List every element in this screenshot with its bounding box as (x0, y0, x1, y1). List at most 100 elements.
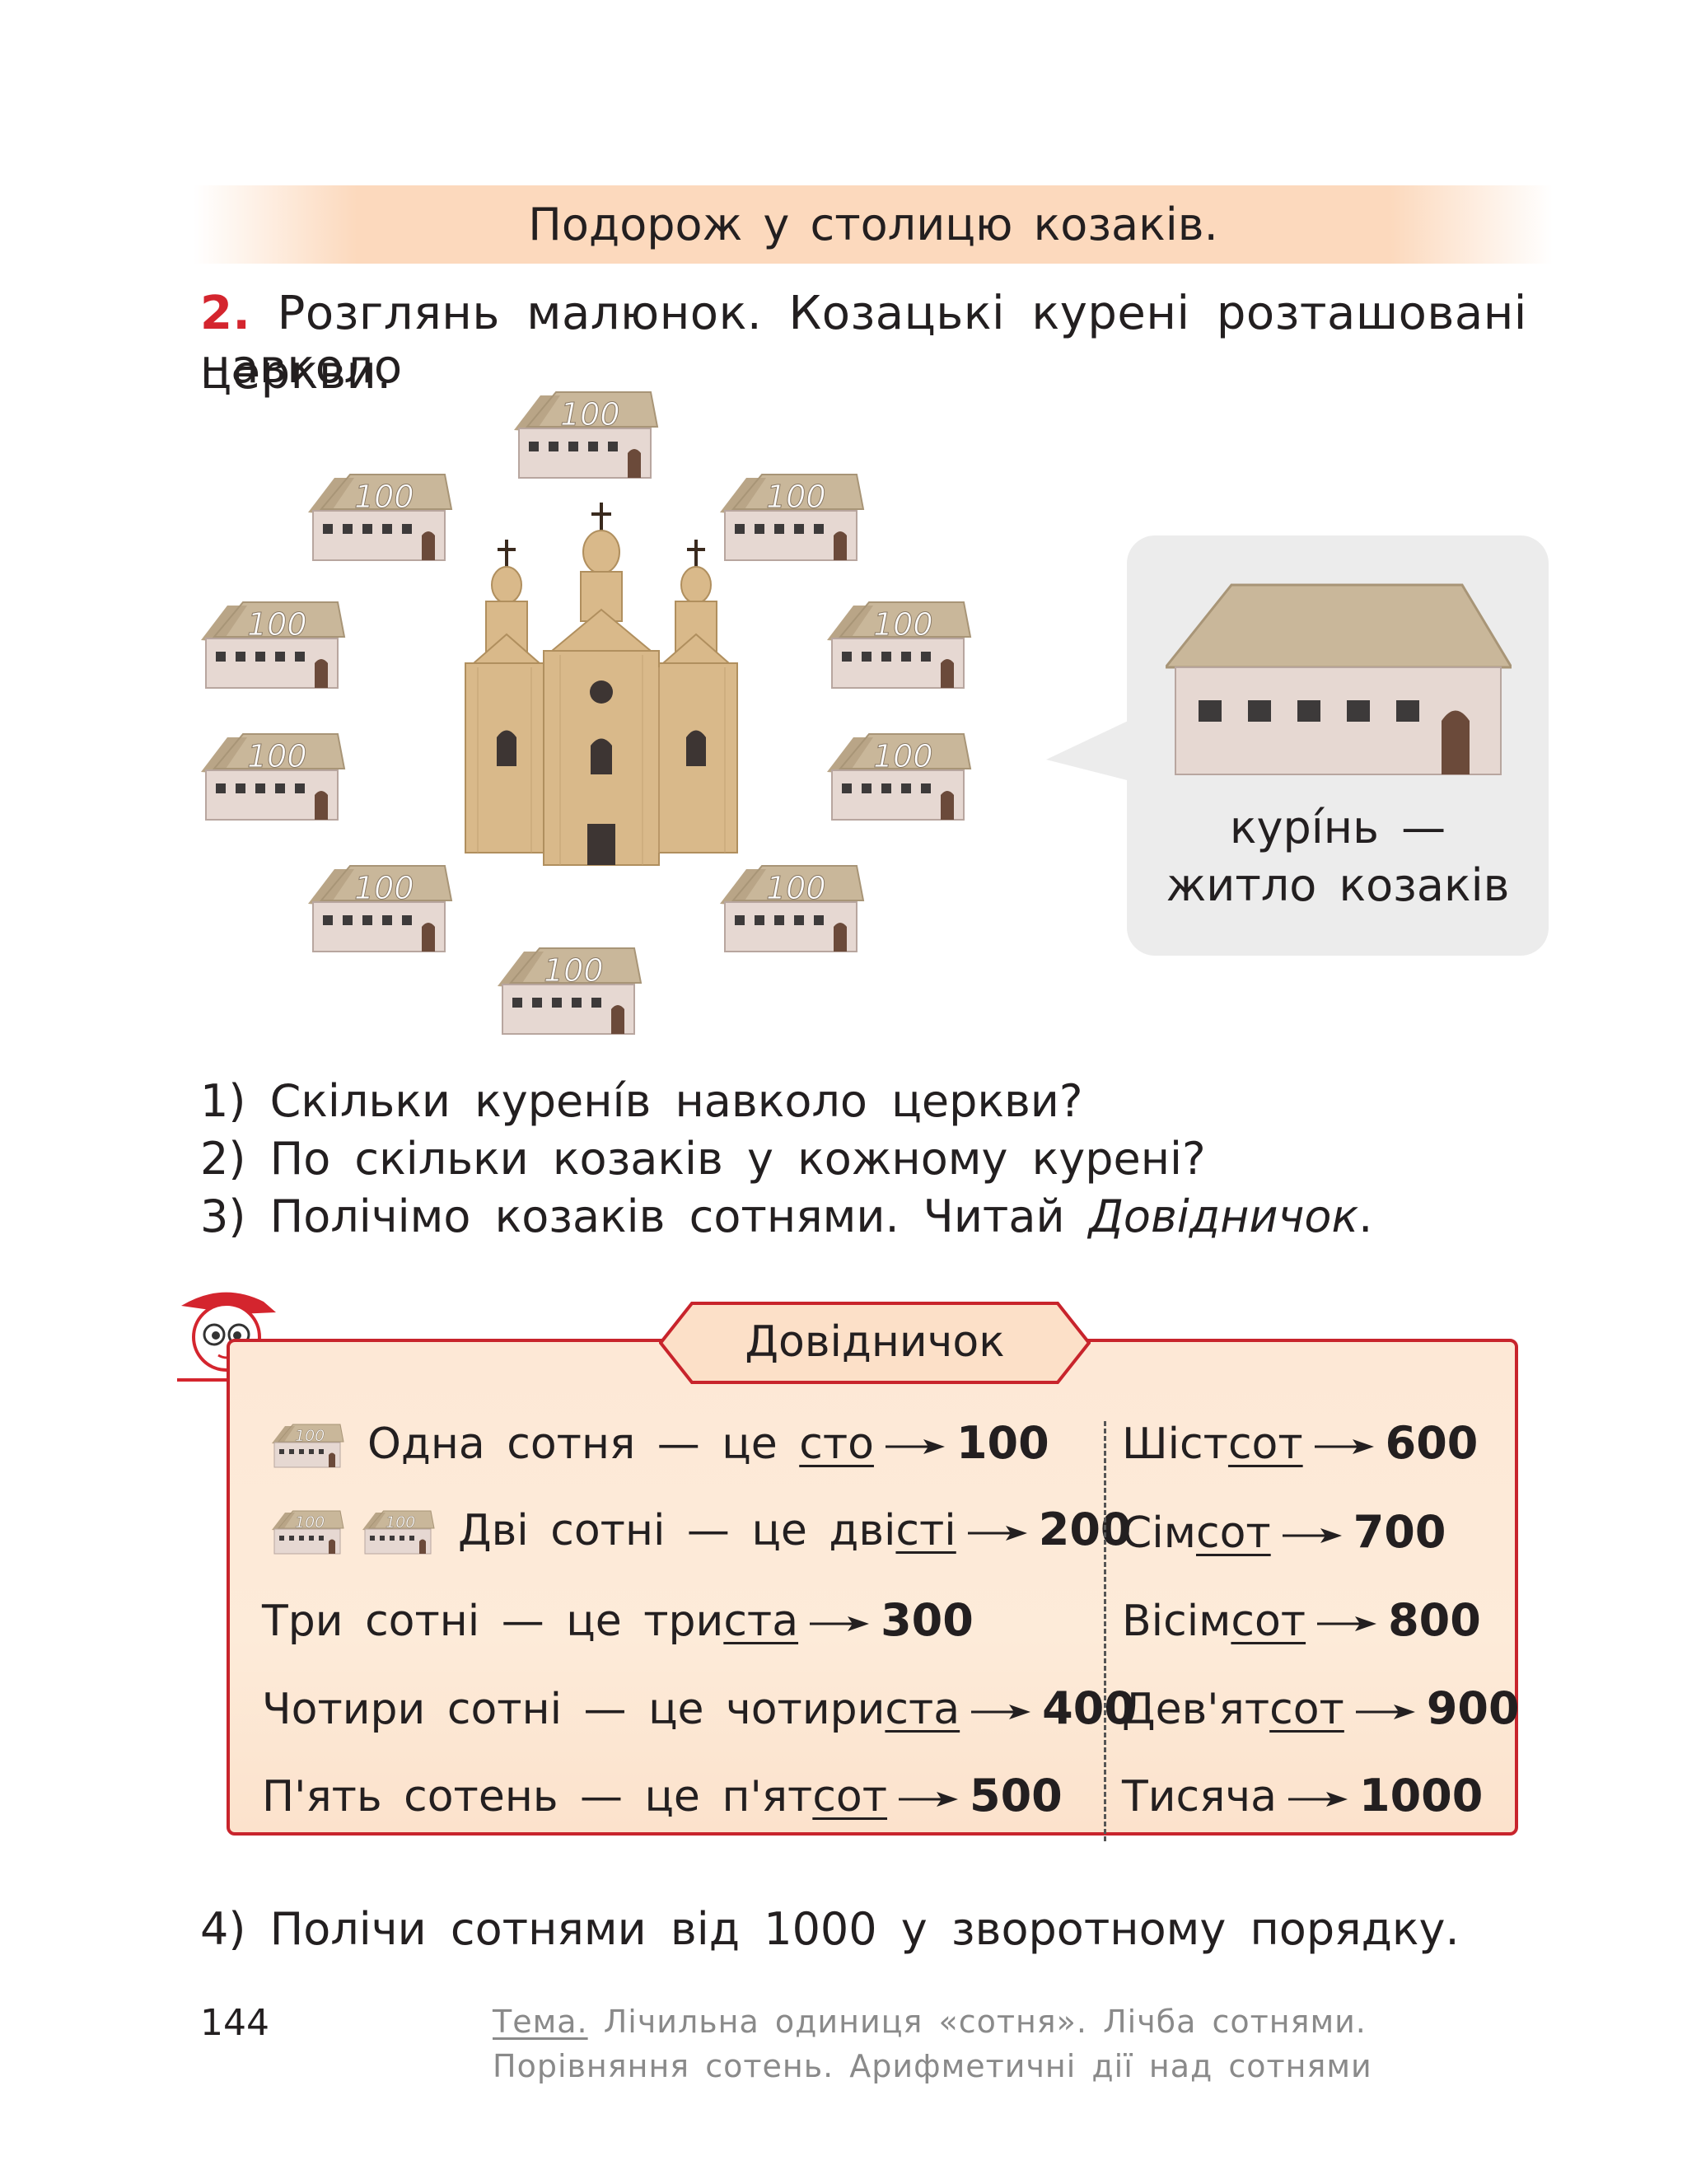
svg-text:100: 100 (354, 479, 414, 515)
svg-text:100: 100 (247, 606, 307, 643)
row-underlined: сті (895, 1506, 956, 1555)
topic-line-2: Порівняння сотень. Арифметичні дії над с… (493, 2048, 1372, 2084)
kurin-house-icon: 100 (824, 597, 972, 696)
reference-divider (1104, 1421, 1106, 1841)
row-underlined: сто (799, 1419, 874, 1469)
row-text: Одна сотня — це (367, 1419, 800, 1469)
page-heading: Подорож у столицю козаків. (528, 199, 1218, 250)
arrow-icon (899, 1791, 958, 1808)
row-text: Тисяча (1122, 1772, 1278, 1822)
topic-line-1: Тема. Лічильна одиниця «сотня». Лічба со… (493, 2004, 1367, 2040)
row-underlined: ста (723, 1597, 799, 1646)
row-number: 700 (1353, 1506, 1446, 1558)
row-number: 100 (956, 1417, 1049, 1469)
reference-box (227, 1339, 1518, 1836)
reference-row-2: 100 100 Дві сотні — це двісті 200 (262, 1504, 1131, 1558)
row-text: Дві сотні — це дві (458, 1506, 896, 1555)
svg-text:100: 100 (386, 1513, 415, 1532)
reference-row-1: 100 Одна сотня — це сто 100 (262, 1417, 1049, 1471)
svg-text:100: 100 (560, 396, 620, 433)
callout-caption: курі́нь — житло козаків (1127, 799, 1549, 914)
reference-row-9: Дев'ятсот 900 (1122, 1682, 1520, 1734)
row-underlined: сот (812, 1772, 888, 1822)
arrow-icon (1317, 1616, 1376, 1632)
callout-caption-line-1: курі́нь — (1229, 802, 1446, 853)
svg-text:100: 100 (766, 479, 826, 515)
svg-text:100: 100 (544, 952, 604, 989)
row-number: 1000 (1359, 1770, 1484, 1822)
kurin-house-icon: 100 (198, 729, 346, 828)
svg-text:100: 100 (354, 870, 414, 906)
question-3-text: 3) Полічімо козаків сотнями. Читай (200, 1190, 1089, 1242)
row-number: 200 (1038, 1504, 1132, 1555)
arrow-icon (971, 1704, 1030, 1720)
reference-row-8: Вісімсот 800 (1122, 1594, 1481, 1646)
kurin-house-icon: 100 (305, 470, 453, 568)
callout-tail (1046, 717, 1137, 783)
church-icon (465, 503, 738, 866)
question-2: 2) По скільки козаків у кожному курені? (200, 1133, 1206, 1185)
arrow-icon (1356, 1704, 1415, 1720)
task-line-1: 2. Розглянь малюнок. Козацькі курені роз… (200, 287, 1687, 394)
task-text-1: Розглянь малюнок. Козацькі курені розташ… (200, 287, 1527, 394)
question-3-italic: Довідничок (1088, 1190, 1359, 1242)
row-underlined: сот (1231, 1597, 1306, 1646)
heading-band (194, 185, 1553, 264)
question-4: 4) Полічи сотнями від 1000 у зворотному … (200, 1903, 1460, 1955)
row-text: Чотири сотні — це чотири (262, 1685, 886, 1734)
row-number: 900 (1426, 1682, 1520, 1734)
reference-row-3: Три сотні — це триста 300 (262, 1594, 974, 1646)
row-number: 300 (881, 1594, 974, 1646)
topic-label: Тема. (493, 2004, 588, 2040)
reference-title-tab (659, 1302, 1091, 1384)
row-number: 400 (1042, 1682, 1135, 1734)
arrow-icon (810, 1616, 869, 1632)
svg-text:100: 100 (247, 738, 307, 774)
row-text: П'ять сотень — це п'ят (262, 1772, 813, 1822)
kurin-small-icon: 100 (262, 1508, 353, 1558)
svg-text:100: 100 (295, 1513, 325, 1532)
kurin-house-icon: 100 (824, 729, 972, 828)
question-3-end: . (1358, 1190, 1373, 1242)
kurin-house-icon: 100 (198, 597, 346, 696)
row-number: 500 (970, 1770, 1063, 1822)
svg-text:100: 100 (295, 1427, 325, 1445)
callout-caption-line-2: житло козаків (1166, 859, 1510, 911)
arrow-icon (886, 1438, 945, 1455)
svg-text:100: 100 (873, 738, 933, 774)
row-text: Дев'ят (1122, 1685, 1270, 1734)
topic-text-1: Лічильна одиниця «сотня». Лічба сотнями. (587, 2004, 1367, 2040)
row-text: Шіст (1122, 1419, 1228, 1469)
row-number: 800 (1388, 1594, 1481, 1646)
reference-row-5: П'ять сотень — це п'ятсот 500 (262, 1770, 1063, 1822)
svg-text:100: 100 (766, 870, 826, 906)
page-number: 144 (200, 2002, 269, 2044)
row-underlined: сот (1269, 1685, 1344, 1734)
row-underlined: ста (885, 1685, 960, 1734)
task-line-2: церкви. (200, 346, 392, 400)
svg-text:100: 100 (873, 606, 933, 643)
reference-row-10: Тисяча 1000 (1122, 1770, 1483, 1822)
task-number: 2. (200, 287, 251, 340)
arrow-icon (968, 1525, 1027, 1541)
kurin-house-icon: 100 (717, 470, 865, 568)
kurin-house-icon: 100 (305, 861, 453, 960)
row-underlined: сот (1195, 1508, 1271, 1558)
row-number: 600 (1385, 1417, 1479, 1469)
kurin-large-icon (1166, 583, 1512, 775)
arrow-icon (1315, 1438, 1374, 1455)
question-1: 1) Скільки курені́в навколо церкви? (200, 1075, 1083, 1127)
kurin-small-icon: 100 (353, 1508, 443, 1558)
arrow-icon (1288, 1791, 1348, 1808)
row-text: Три сотні — це три (262, 1597, 724, 1646)
kurin-house-icon: 100 (717, 861, 865, 960)
question-3: 3) Полічімо козаків сотнями. Читай Довід… (200, 1190, 1372, 1242)
kurin-house-icon: 100 (511, 387, 659, 486)
kurin-house-icon: 100 (494, 943, 643, 1042)
reference-title: Довідничок (745, 1317, 1005, 1367)
kurin-small-icon: 100 (262, 1422, 353, 1471)
row-text: Вісім (1122, 1597, 1231, 1646)
arrow-icon (1283, 1527, 1342, 1544)
